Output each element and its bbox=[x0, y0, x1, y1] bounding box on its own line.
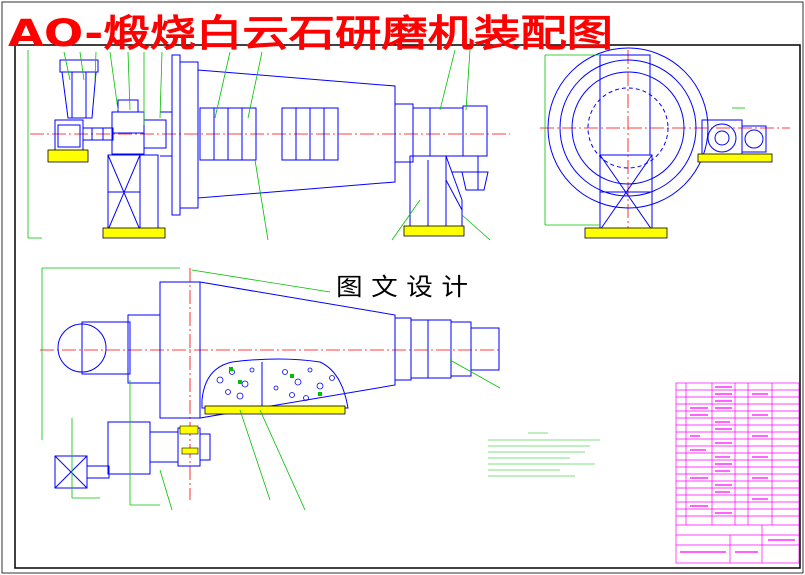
right-support-frame bbox=[409, 155, 489, 229]
main-view-leaders bbox=[27, 49, 491, 241]
parts-list-entries bbox=[680, 386, 795, 553]
drum-end-inner bbox=[571, 71, 685, 185]
green-markers bbox=[229, 367, 322, 396]
side-view-leaders bbox=[544, 54, 745, 226]
drum-end-core bbox=[587, 87, 669, 169]
technical-notes bbox=[488, 432, 600, 477]
drum-end-outer bbox=[547, 47, 709, 209]
motor-base bbox=[47, 149, 89, 163]
drawing-frame bbox=[14, 44, 801, 569]
plan-gear-yellow-2 bbox=[181, 447, 199, 455]
plan-view-leaders bbox=[41, 267, 501, 511]
plan-cutaway-section bbox=[201, 358, 349, 409]
outlet-trunnion bbox=[394, 103, 488, 163]
left-support-base bbox=[102, 227, 166, 239]
main-bearing-housing bbox=[111, 99, 167, 155]
side-support-base bbox=[584, 227, 668, 239]
side-view bbox=[540, 47, 790, 239]
grinding-drum bbox=[197, 69, 396, 199]
plan-view bbox=[40, 267, 501, 511]
right-support-base bbox=[403, 225, 465, 237]
plan-gear-yellow bbox=[179, 425, 199, 435]
parts-list-table bbox=[675, 382, 800, 564]
plan-liner-base bbox=[204, 405, 346, 415]
plan-drum bbox=[199, 281, 396, 419]
feed-hopper bbox=[59, 59, 99, 119]
watermark-text: 图 文 设 计 bbox=[336, 273, 468, 301]
side-motor-base bbox=[697, 153, 773, 163]
drawing-title: AO-煅烧白云石研磨机装配图 bbox=[8, 12, 613, 55]
main-elevation-view bbox=[27, 49, 510, 241]
